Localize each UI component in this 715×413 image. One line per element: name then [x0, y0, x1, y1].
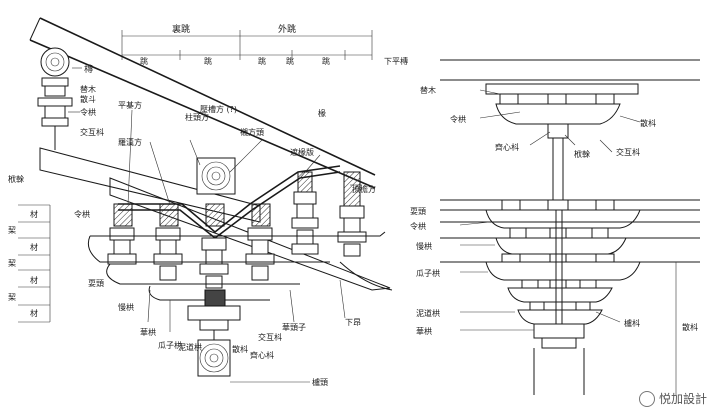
section-view: 裏跳 外跳 跳 跳 跳 跳 跳 槫 替木 散斗 令栱 交互枓 平棊方 羅漢方 柱…: [8, 17, 393, 387]
label-r-shuatou: 耍頭: [410, 207, 426, 216]
label-shuatou: 耍頭: [88, 279, 104, 288]
elevation-view: 下平槫 替木 令栱 散枓 齊心枓 栿榦 交互枓 耍頭 令栱 慢栱 瓜子栱 泥道栱…: [384, 56, 700, 395]
label-tiao-4: 跳: [286, 56, 294, 66]
label-qi-1: 栔: [8, 225, 16, 235]
label-r-jiaohu: 交互枓: [616, 147, 640, 157]
label-r-timu: 替木: [420, 85, 436, 95]
label-r-nidao: 泥道栱: [416, 308, 440, 318]
label-timu: 替木: [80, 84, 96, 94]
label-tiao-3: 跳: [258, 56, 266, 66]
label-r-linggong2: 令栱: [410, 221, 426, 231]
label-r-sanfou2: 散枓: [682, 322, 698, 332]
label-cai-2: 材: [30, 242, 38, 252]
huagong-arms: [87, 231, 386, 301]
label-shuwan: 栿榦: [8, 174, 24, 184]
label-r-sanfou: 散枓: [640, 118, 656, 128]
label-nidao: 泥道栱: [178, 342, 202, 352]
purlin-log: [37, 47, 73, 150]
label-pingqi: 平棊方: [118, 100, 142, 110]
label-r-shuwan: 栿榦: [574, 149, 590, 159]
label-inner-tiao: 裏跳: [172, 23, 190, 35]
label-r-mangong: 慢栱: [416, 241, 432, 251]
label-tiao-1: 跳: [140, 56, 148, 66]
label-qi-3: 栔: [8, 292, 16, 302]
label-huatou: 華頭子: [282, 322, 306, 332]
tiao-dimension: [121, 30, 373, 60]
label-guazi: 瓜子栱: [158, 340, 182, 350]
label-ludou: 櫨頭: [312, 377, 328, 387]
watermark-logo-icon: [638, 390, 655, 407]
label-r-guazi: 瓜子栱: [416, 268, 440, 278]
label-linggong-top: 令栱: [80, 107, 96, 117]
label-jiaohu-mid: 交互枓: [258, 332, 282, 342]
label-r-huagong: 華栱: [416, 326, 432, 336]
label-cai-3: 材: [30, 275, 38, 285]
label-zhutou: 柱頭方: [185, 112, 209, 122]
label-cai-1: 材: [30, 209, 38, 219]
label-mangong: 慢栱: [118, 302, 134, 312]
label-outer-tiao: 外跳: [278, 23, 296, 35]
label-r-linggong: 令栱: [450, 114, 466, 124]
label-sandou: 散斗: [80, 94, 96, 104]
label-luohan: 羅漢方: [118, 137, 142, 147]
label-huagong: 華栱: [140, 327, 156, 337]
label-sanfou: 散枓: [232, 344, 248, 354]
label-r-qixin: 齊心枓: [495, 142, 519, 152]
label-purlin: 槫: [84, 63, 93, 75]
leader-lines: [68, 67, 362, 383]
label-tiao-2: 跳: [204, 56, 212, 66]
label-chenfangtou: 襯方頭: [240, 127, 264, 137]
label-r-xiapingchuan: 下平槫: [384, 56, 408, 66]
label-r-ludou: 櫨枓: [624, 318, 640, 328]
cai-qi-ladder: [18, 204, 51, 323]
watermark: 悦加設計: [638, 390, 707, 407]
watermark-text: 悦加設計: [658, 392, 707, 406]
bracket-stacks: [107, 191, 367, 289]
hatched-beams: [113, 165, 361, 240]
label-chenbang: 撩檐方: [352, 184, 376, 194]
label-zhetiaoban: 遮椽版: [290, 147, 314, 157]
label-qi-2: 栔: [8, 258, 16, 268]
label-yan: 椽: [318, 108, 326, 118]
label-qiqin: 齊心枓: [250, 350, 274, 360]
ludou-base: [187, 289, 241, 377]
center-log-block: [196, 157, 236, 195]
label-tiaohuai: 壓槽方 (?): [200, 104, 237, 114]
label-cai-4: 材: [30, 308, 38, 318]
rafter: [29, 17, 376, 189]
label-xiaang: 下昂: [345, 318, 361, 327]
label-jiaohu-top: 交互枓: [80, 127, 104, 137]
label-linggong-left: 令栱: [74, 209, 90, 219]
label-tiao-5: 跳: [322, 56, 330, 66]
